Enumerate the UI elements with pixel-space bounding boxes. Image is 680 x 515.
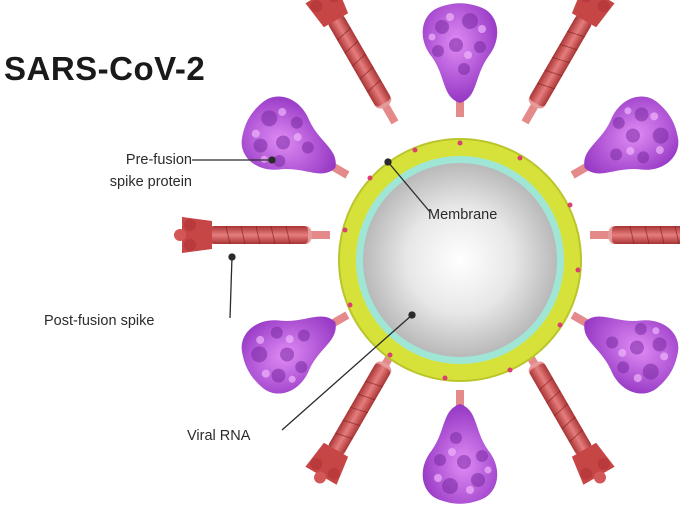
envelope-dots: [342, 140, 581, 381]
post-fusion-leader: [229, 256, 233, 319]
viral-core: [363, 163, 557, 357]
rna-leader: [281, 314, 413, 431]
membrane-leader: [387, 161, 431, 213]
leader-lines: [192, 156, 431, 431]
pre-fusion-label-line2: spike protein: [109, 174, 192, 190]
post-fusion-spike-label: Post-fusion spike: [44, 313, 155, 329]
pre-fusion-label-line1: Pre-fusion: [125, 152, 192, 168]
virus-particle: [338, 138, 582, 382]
diagram-title: SARS-CoV-2: [4, 50, 206, 87]
membrane-label: Membrane: [428, 207, 498, 223]
pre-fusion-spike-label: Pre-fusion spike protein: [72, 149, 192, 193]
viral-rna-label: Viral RNA: [187, 428, 251, 444]
